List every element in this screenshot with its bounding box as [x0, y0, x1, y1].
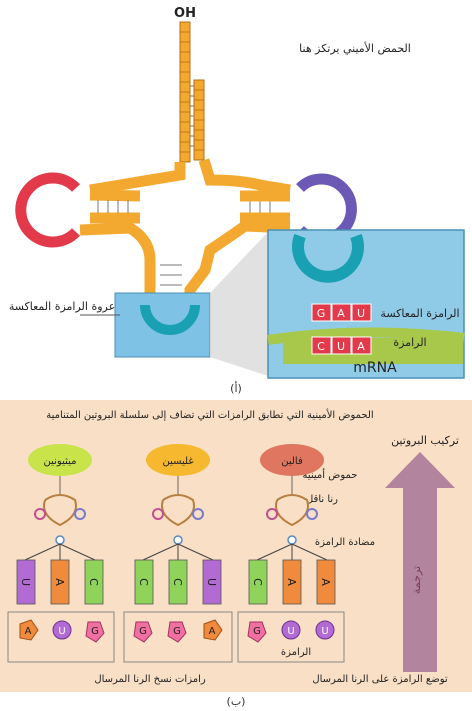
trna-base: C: [87, 578, 100, 586]
translation-arrow-label: ترجمة: [410, 566, 423, 594]
amino-acids-label: حموض أمينية: [303, 468, 358, 481]
anticodon-loop-label: عروة الرامزة المعاكسة: [9, 300, 115, 313]
codon-base-b: G: [139, 626, 147, 637]
panel-b-caption: (ب): [227, 695, 246, 708]
codon-base-b: A: [25, 626, 32, 637]
panel-b-header: الحموض الأمينية التي تطابق الرامزات التي…: [46, 408, 373, 421]
anticodon-bases: G A U: [311, 303, 372, 322]
oh-label: OH: [174, 6, 196, 21]
panel-a-caption: (أ): [230, 381, 242, 395]
trna-base: A: [53, 578, 66, 586]
trna-base: C: [171, 578, 184, 586]
codon-base-b: A: [209, 626, 216, 637]
trna-column: غليسين C C U G G A: [123, 444, 233, 663]
anticodon-label-b: مضادة الرامزة: [315, 537, 375, 548]
codon-base-b: U: [58, 626, 65, 637]
codon-base-b: G: [91, 626, 99, 637]
trna-base: C: [251, 578, 264, 586]
panel-a: OH الحمض الأميني يرتكز هنا: [9, 6, 465, 395]
amino-attach-label: الحمض الأميني يرتكز هنا: [299, 41, 411, 55]
panel-b: الحموض الأمينية التي تطابق الرامزات التي…: [0, 400, 472, 692]
trna-base: C: [137, 578, 150, 586]
trna-label: رنا ناقل: [306, 494, 338, 505]
codon-base: C: [317, 340, 325, 353]
codon-base: U: [337, 340, 345, 353]
d-loop: [15, 172, 80, 248]
trna-base: A: [285, 578, 298, 586]
mrna-label: mRNA: [353, 360, 397, 376]
anticodon-base: U: [357, 307, 365, 320]
trna-column: ميثيونين U A C A U G: [7, 444, 115, 663]
trna-base: U: [19, 578, 32, 586]
trna-base: U: [205, 578, 218, 586]
zoom-wedge: [210, 232, 268, 376]
anticodon-base: G: [317, 307, 326, 320]
codons-note: رامزات نسخ الرنا المرسال: [94, 674, 206, 685]
amino-acid-name: غليسين: [162, 456, 193, 467]
codon-base-b: U: [287, 626, 294, 637]
trna-body: [79, 158, 291, 298]
anticodon-loop-small: [140, 304, 200, 335]
placement-note: توضع الرامزة على الرنا المرسال: [312, 674, 448, 685]
amino-acid-name: فالين: [281, 456, 303, 467]
protein-synthesis-label: تركيب البروتين: [391, 434, 459, 447]
codon-base: A: [357, 340, 365, 353]
codon-base-b: U: [321, 626, 328, 637]
codon-base-b: G: [253, 626, 261, 637]
trna-column: فالين C A A G U U: [237, 444, 345, 663]
acceptor-stem: [179, 21, 205, 163]
codon-label-b: الرامزة: [281, 647, 311, 658]
translation-arrow: [385, 452, 455, 672]
amino-acid-name: ميثيونين: [44, 456, 77, 467]
codon-label: الرامزة: [393, 336, 426, 349]
anticodon-label: الرامزة المعاكسة: [380, 307, 459, 320]
codon-base-b: G: [173, 626, 181, 637]
anticodon-base: A: [337, 307, 345, 320]
codon-bases: C U A: [311, 336, 372, 355]
trna-base: A: [319, 578, 332, 586]
